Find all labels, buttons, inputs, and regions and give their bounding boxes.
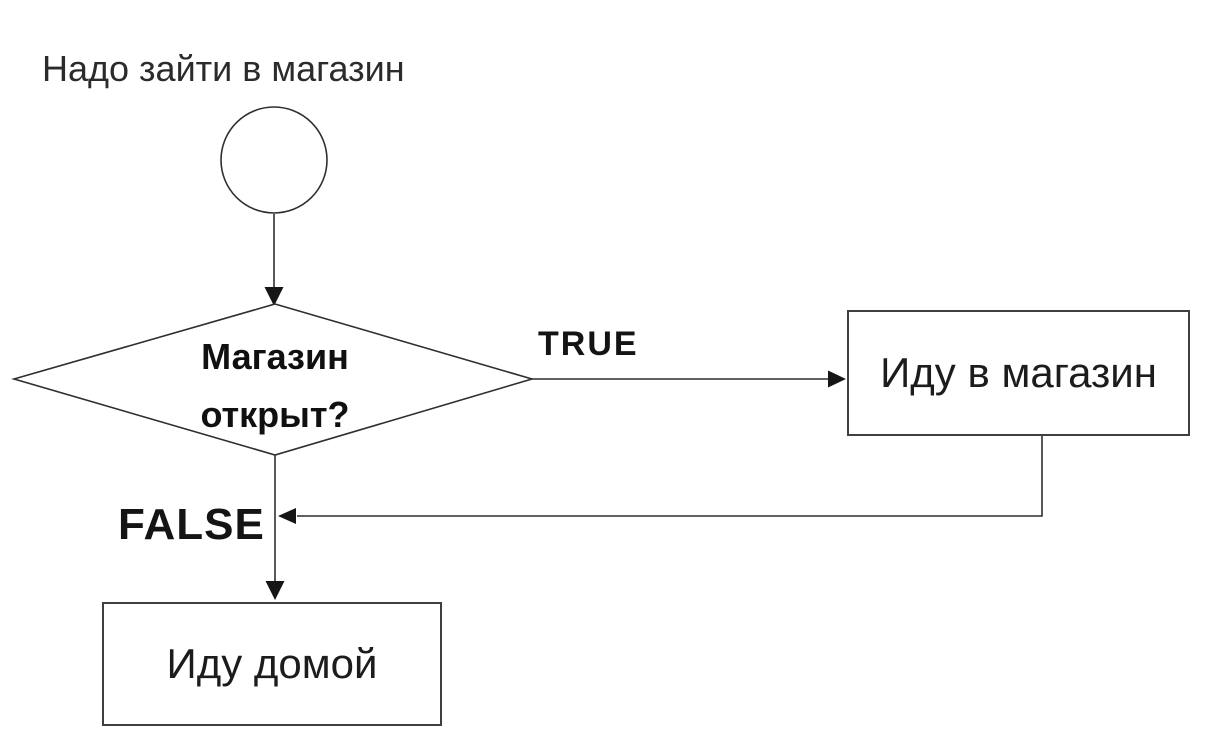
arrowhead-down-into-home-box: [265, 581, 285, 600]
process-box-go-to-shop-label: Иду в магазин: [880, 349, 1157, 396]
decision-label-line-2: открыт?: [200, 394, 350, 435]
arrowhead-left-into-false-line: [278, 508, 296, 524]
process-box-go-home: Иду домой: [102, 602, 442, 726]
process-box-go-home-label: Иду домой: [166, 640, 378, 687]
decision-label-line-1: Магазин: [201, 336, 349, 377]
flowchart-title: Надо зайти в магазин: [42, 48, 405, 89]
arrowhead-right-into-shop-box: [828, 370, 846, 388]
arrowhead-down-into-decision: [264, 287, 284, 306]
decision-diamond-label: Магазин открыт?: [125, 328, 425, 444]
start-node-circle: [220, 106, 328, 214]
process-box-go-to-shop: Иду в магазин: [847, 310, 1190, 436]
false-branch-label: FALSE: [118, 500, 265, 549]
edge-shop-box-return-line: [297, 436, 1043, 517]
true-branch-label: TRUE: [538, 325, 639, 363]
